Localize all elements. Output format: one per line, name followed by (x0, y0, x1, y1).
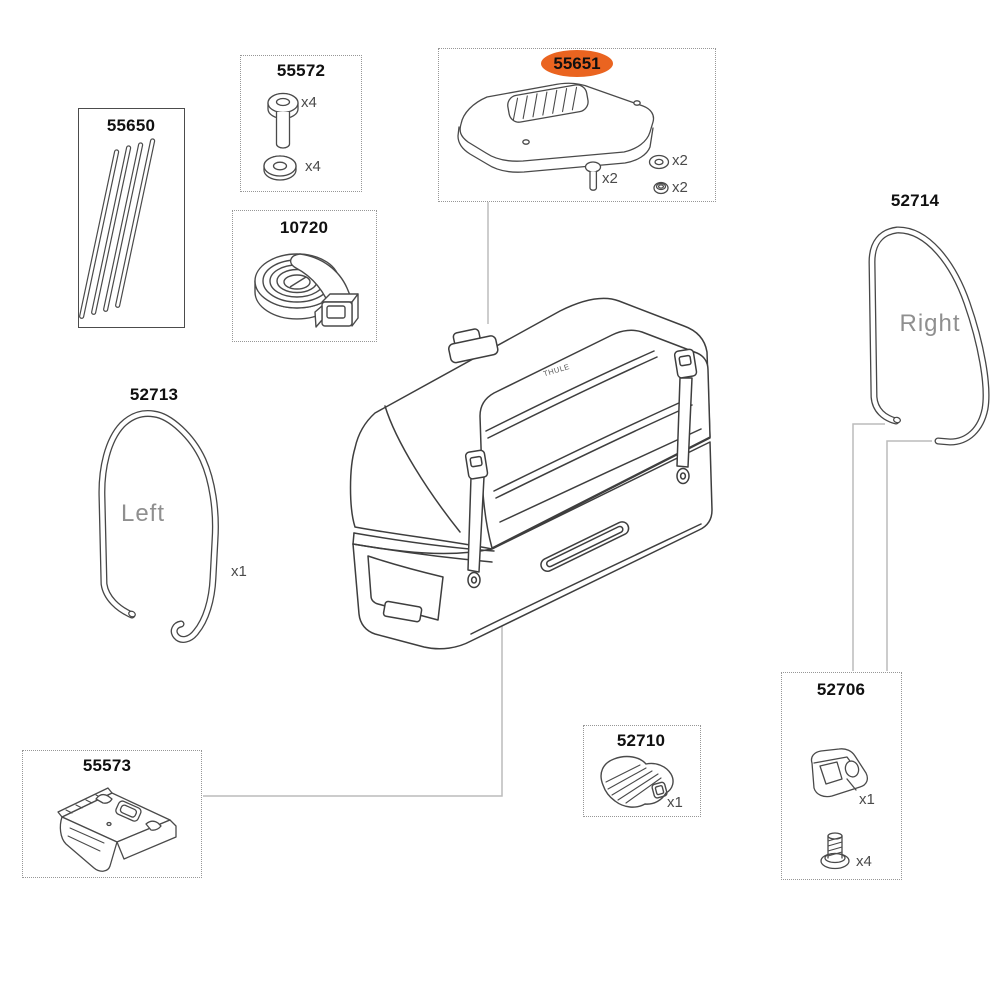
adapter-slot (115, 800, 142, 822)
part-number-52713[interactable]: 52713 (129, 385, 179, 404)
lid-latch (448, 328, 499, 364)
left-strap-buckle (464, 449, 489, 480)
adapter-drawing (57, 787, 177, 872)
part-box-55572 (240, 55, 362, 192)
wedge-hole (844, 760, 860, 778)
knob-body (600, 755, 674, 808)
cover-rim (457, 126, 654, 173)
rods-drawing (79, 138, 156, 319)
cover-hole-right (633, 100, 641, 106)
door-panel (479, 329, 711, 549)
connector-52714-left (852, 423, 885, 671)
connector-lines (203, 202, 932, 797)
cover-drawing (457, 82, 670, 195)
adapter-clip-left (95, 793, 113, 804)
part-number-52714[interactable]: 52714 (890, 191, 940, 210)
qty-55651-screw: x2 (602, 170, 618, 187)
bolt-shaft (275, 112, 291, 149)
qty-55572-washer: x4 (305, 158, 321, 175)
cover-hole-left (522, 139, 530, 145)
tube-end (893, 416, 901, 424)
qty-55572-bolt: x4 (301, 94, 317, 111)
qty-52706-bracket: x1 (859, 791, 875, 808)
part-number-55650[interactable]: 55650 (106, 116, 156, 135)
base-handle-slot (540, 521, 630, 572)
right-strap-band (676, 377, 693, 468)
qty-55651-nut: x2 (672, 179, 688, 196)
part-number-55651: 55651 (553, 53, 601, 73)
part-box-52706 (781, 672, 902, 880)
part-box-55651 (438, 48, 716, 202)
base-tub (352, 441, 713, 650)
connector-55573 (203, 610, 503, 797)
adapter-right-face (116, 819, 177, 860)
bolt-washer-drawing (263, 92, 299, 181)
part-number-52710[interactable]: 52710 (616, 731, 666, 750)
part-number-55651-highlighted[interactable]: 55651 (541, 50, 613, 77)
part-number-10720[interactable]: 10720 (279, 218, 329, 237)
part-box-55573 (22, 750, 202, 878)
left-side-label: Left (120, 500, 166, 527)
part-box-52710 (583, 725, 701, 817)
cover-vent (507, 84, 589, 123)
part-box-10720 (232, 210, 377, 342)
main-unit-drawing: THULE (349, 297, 713, 650)
adapter-clip-right (145, 820, 162, 831)
tube-end (128, 610, 136, 618)
adapter-rail (57, 787, 113, 818)
knob-window (651, 781, 668, 799)
wedge-window (819, 761, 843, 785)
qty-52706-screw: x4 (856, 853, 872, 870)
part-number-52706[interactable]: 52706 (816, 680, 866, 699)
part-number-55572[interactable]: 55572 (276, 61, 326, 80)
buckle-tongue (314, 305, 323, 328)
screw-shaft (589, 170, 598, 191)
qty-52710: x1 (667, 794, 683, 811)
left-bracket-drawing (98, 410, 219, 643)
right-bracket-drawing (868, 226, 990, 446)
part-number-55573[interactable]: 55573 (82, 756, 132, 775)
right-side-label: Right (899, 310, 961, 337)
connector-52714-right (886, 440, 932, 671)
right-strap-buckle (673, 348, 698, 379)
part-box-55650 (78, 108, 185, 328)
knob-drawing (600, 755, 674, 808)
strap-drawing (254, 253, 359, 328)
wedge-drawing (810, 748, 868, 870)
qty-52713: x1 (231, 563, 247, 580)
qty-55651-washer: x2 (672, 152, 688, 169)
base-notch (382, 600, 423, 623)
